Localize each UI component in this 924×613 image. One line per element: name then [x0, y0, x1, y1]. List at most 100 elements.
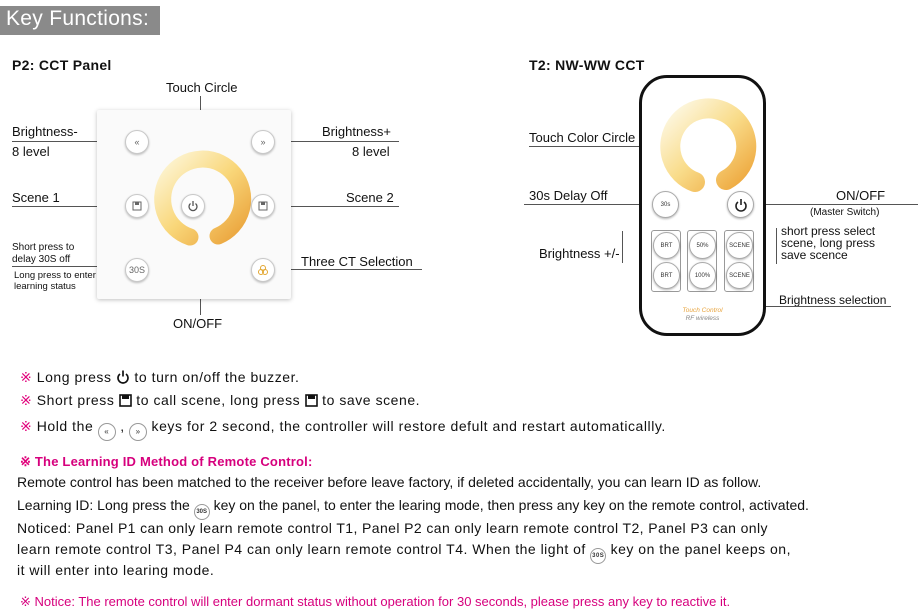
touch-color-circle-label: Touch Color Circle [529, 130, 636, 145]
scene-1-button[interactable]: SCENE [726, 232, 753, 259]
long-press-label: Long press to enter [14, 270, 96, 281]
remote-title: T2: NW-WW CCT [529, 57, 645, 73]
scene1-label: Scene 1 [12, 190, 60, 205]
note-text: Short press [36, 392, 115, 408]
scene-label: SCENE [729, 242, 750, 249]
note-text: Hold the [36, 418, 94, 434]
section-title: Key Functions: [6, 7, 150, 30]
power-button[interactable] [181, 194, 205, 218]
note-restore: ※ Hold the « , » keys for 2 second, the … [20, 418, 666, 441]
remote-power-button[interactable] [727, 191, 754, 218]
touch-ring[interactable] [97, 110, 291, 299]
panel-title: P2: CCT Panel [12, 57, 112, 73]
short-press-select-label: scene, long press [781, 236, 876, 250]
leader-line [752, 204, 918, 205]
chevron-right-icon: » [129, 423, 148, 441]
save-icon [258, 201, 268, 211]
learning-text: learn remote control T3, Panel P4 can on… [17, 541, 586, 557]
short-press-label: Short press to [12, 242, 75, 253]
note-scene: ※ Short press to call scene, long press … [20, 392, 420, 409]
brightness-pm-label: Brightness +/- [539, 246, 620, 261]
leader-line [12, 141, 122, 142]
leader-line [622, 231, 623, 263]
leader-line [529, 146, 679, 147]
brightness-plus-label: Brightness+ [322, 124, 392, 139]
note-text: to save scene. [322, 392, 421, 408]
scene-2-button[interactable]: SCENE [726, 262, 753, 289]
learning-text: Learning ID: Long press the [17, 497, 190, 513]
dormant-notice: ※ Notice: The remote control will enter … [20, 594, 731, 609]
note-mark: ※ [20, 454, 32, 469]
color-touch-ring[interactable] [642, 84, 763, 204]
leader-line [776, 228, 777, 264]
chevron-left-icon: « [97, 423, 116, 441]
short-press-label: delay 30S off [12, 254, 71, 265]
scene2-label: Scene 2 [346, 190, 394, 205]
note-buzzer: ※ Long press to turn on/off the buzzer. [20, 369, 299, 386]
ct-selection-button[interactable] [251, 258, 275, 282]
chevron-right-icon: » [260, 137, 266, 147]
note-text: to call scene, long press [136, 392, 301, 408]
note-mark: ※ [20, 418, 33, 434]
delay-30s-key-icon: 30S [193, 504, 210, 520]
brightness-down-label: BRT [660, 272, 673, 279]
learning-paragraph: it will enter into learing mode. [17, 562, 215, 578]
scene-group [724, 230, 754, 292]
learning-paragraph: Remote control has been matched to the r… [17, 474, 762, 490]
brightness-down-button[interactable]: BRT [653, 262, 680, 289]
leader-line [276, 141, 399, 142]
learning-heading: ※ The Learning ID Method of Remote Contr… [20, 454, 312, 470]
brightness-level-group [687, 230, 717, 292]
short-press-select-label: save scence [781, 248, 848, 262]
t2-remote: 30s BRT BRT 50% 100% SCENE SCENE Touch C… [639, 75, 766, 336]
brand-subtext: RF wireless [685, 315, 720, 322]
brightness-100-button[interactable]: 100% [689, 262, 716, 289]
onoff-label: ON/OFF [173, 316, 223, 331]
leader-line [524, 204, 652, 205]
brand-text: Touch Control [682, 307, 723, 314]
learning-text: key on the panel keeps on, [610, 541, 791, 557]
leader-line [12, 266, 120, 267]
leader-line [276, 269, 422, 270]
delay-30s-button-label: 30S [128, 265, 145, 275]
learning-title: The Learning ID Method of Remote Control… [34, 454, 313, 469]
touch-circle-label: Touch Circle [166, 80, 238, 95]
brightness-minus-level: 8 level [12, 144, 50, 159]
power-icon [117, 370, 129, 384]
scene1-button[interactable] [125, 194, 149, 218]
note-mark: ※ [20, 392, 33, 408]
brightness-plus-level: 8 level [352, 144, 390, 159]
power-icon [188, 201, 198, 212]
delay-30s-key-icon: 30S [590, 548, 607, 564]
chevron-left-icon: « [134, 137, 140, 147]
brightness-50-label: 50% [696, 242, 709, 249]
save-icon [132, 201, 142, 211]
note-text: to turn on/off the buzzer. [134, 369, 300, 385]
learning-paragraph: Noticed: Panel P1 can only learn remote … [17, 520, 768, 536]
remote-30s-button[interactable]: 30s [652, 191, 679, 218]
scene2-button[interactable] [251, 194, 275, 218]
power-icon [734, 198, 747, 212]
note-mark: ※ [20, 369, 33, 385]
leader-line [276, 206, 399, 207]
brightness-down-button[interactable]: « [125, 130, 149, 154]
scene-label: SCENE [729, 272, 750, 279]
ct-circles-icon [258, 265, 268, 275]
brightness-up-button[interactable]: BRT [653, 232, 680, 259]
remote-onoff-label: ON/OFF [836, 188, 886, 203]
brightness-50-button[interactable]: 50% [689, 232, 716, 259]
brightness-minus-label: Brightness- [12, 124, 78, 139]
section-header: Key Functions: [0, 6, 160, 35]
learning-paragraph: learn remote control T3, Panel P4 can on… [17, 541, 791, 564]
brightness-100-label: 100% [694, 272, 711, 279]
learning-paragraph: Learning ID: Long press the 30S key on t… [17, 497, 809, 520]
delay-30s-button[interactable]: 30S [125, 258, 149, 282]
delay-off-label: 30s Delay Off [529, 188, 608, 203]
learning-text: key on the panel, to enter the learing m… [213, 497, 809, 513]
brightness-up-button[interactable]: » [251, 130, 275, 154]
save-icon [304, 394, 318, 407]
leader-line [704, 306, 891, 307]
remote-30s-label: 30s [660, 201, 671, 208]
master-switch-label: (Master Switch) [810, 207, 880, 218]
note-text: keys for 2 second, the controller will r… [151, 418, 666, 434]
